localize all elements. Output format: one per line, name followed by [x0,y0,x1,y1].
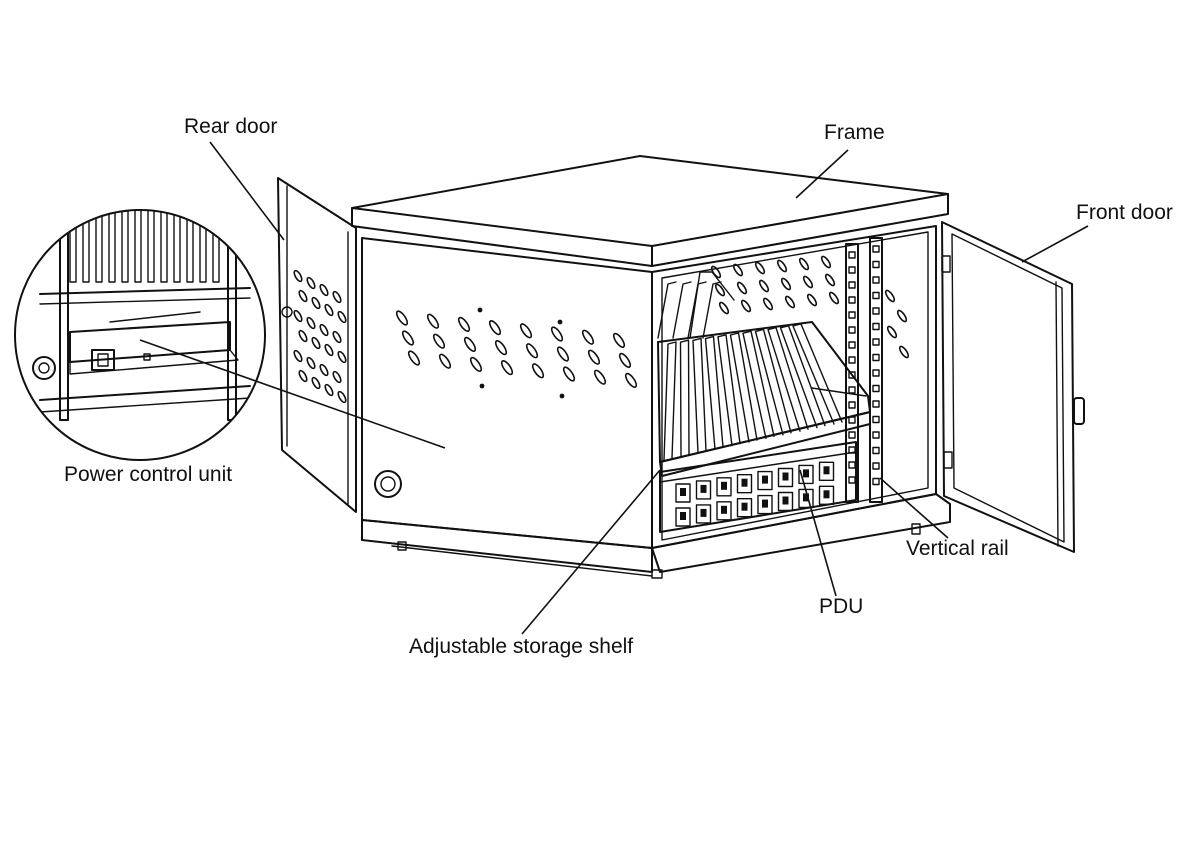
power-control-unit-inset [14,209,266,461]
adjustable-storage-shelf [657,271,871,477]
rear-door [277,177,357,513]
shelf-dividers [663,323,843,461]
leader-rear-door [209,141,285,241]
back-panel-vents [710,255,910,359]
vertical-rail [845,237,883,503]
cabinet-frame [351,155,949,267]
pdu-outlets [675,461,835,527]
label-power-control-unit: Power control unit [64,463,232,486]
pdu [659,441,857,533]
leader-frame [795,149,849,199]
label-frame: Frame [824,121,885,144]
leader-lines [139,141,1089,635]
leader-power-control-unit [139,339,446,449]
side-panel [361,237,663,579]
leader-adjustable-storage-shelf [521,469,661,635]
power-switch-icon [91,349,115,371]
cabinet-interior [651,225,951,573]
inset-lock-icon [32,356,56,380]
leader-vertical-rail [879,477,949,539]
label-vertical-rail: Vertical rail [906,537,1009,560]
label-adjustable-storage-shelf: Adjustable storage shelf [409,635,633,658]
side-panel-vents [395,307,638,399]
label-pdu: PDU [819,595,863,618]
label-front-door: Front door [1076,201,1173,224]
front-door-handle-icon [1073,397,1085,425]
leader-front-door [1021,225,1089,263]
leader-pdu [799,469,837,597]
rear-door-vents [293,269,347,404]
side-panel-lock-icon [374,470,402,498]
front-door [941,221,1085,553]
label-rear-door: Rear door [184,115,277,138]
upper-shelf-dividers [657,271,735,339]
